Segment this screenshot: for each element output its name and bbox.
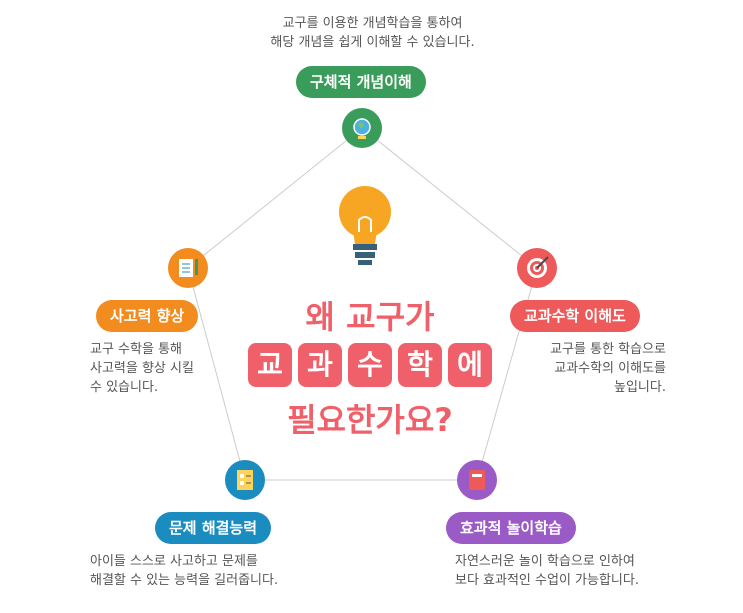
title-line1: 왜 교구가	[305, 298, 435, 336]
title-line3: 필요한가요?	[287, 401, 453, 439]
title-box: 수	[348, 343, 392, 387]
node-label-curriculum: 교과수학 이해도	[510, 300, 640, 332]
lightbulb-icon	[335, 182, 395, 281]
title-box: 교	[248, 343, 292, 387]
node-desc-concept: 교구를 이용한 개념학습을 통하여 해당 개념을 쉽게 이해할 수 있습니다.	[270, 16, 475, 50]
globe-icon	[342, 108, 382, 148]
node-label-concept: 구체적 개념이해	[296, 66, 426, 98]
target-icon	[517, 248, 557, 288]
title-box: 과	[298, 343, 342, 387]
node-label-problem: 문제 해결능력	[155, 512, 272, 544]
notepad-icon	[168, 248, 208, 288]
book-icon	[457, 460, 497, 500]
node-label-thinking: 사고력 향상	[96, 300, 199, 332]
checklist-icon	[225, 460, 265, 500]
node-desc-curriculum: 교구를 통한 학습으로 교과수학의 이해도를 높입니다.	[550, 342, 666, 395]
node-desc-play: 자연스러운 놀이 학습으로 인하여 보다 효과적인 수업이 가능합니다.	[455, 554, 639, 588]
node-label-play: 효과적 놀이학습	[446, 512, 576, 544]
node-desc-thinking: 교구 수학을 통해 사고력을 향상 시킬 수 있습니다.	[90, 342, 194, 395]
title-box: 에	[448, 343, 492, 387]
node-desc-problem: 아이들 스스로 사고하고 문제를 해결할 수 있는 능력을 길러줍니다.	[90, 554, 279, 588]
title-box: 학	[398, 343, 442, 387]
